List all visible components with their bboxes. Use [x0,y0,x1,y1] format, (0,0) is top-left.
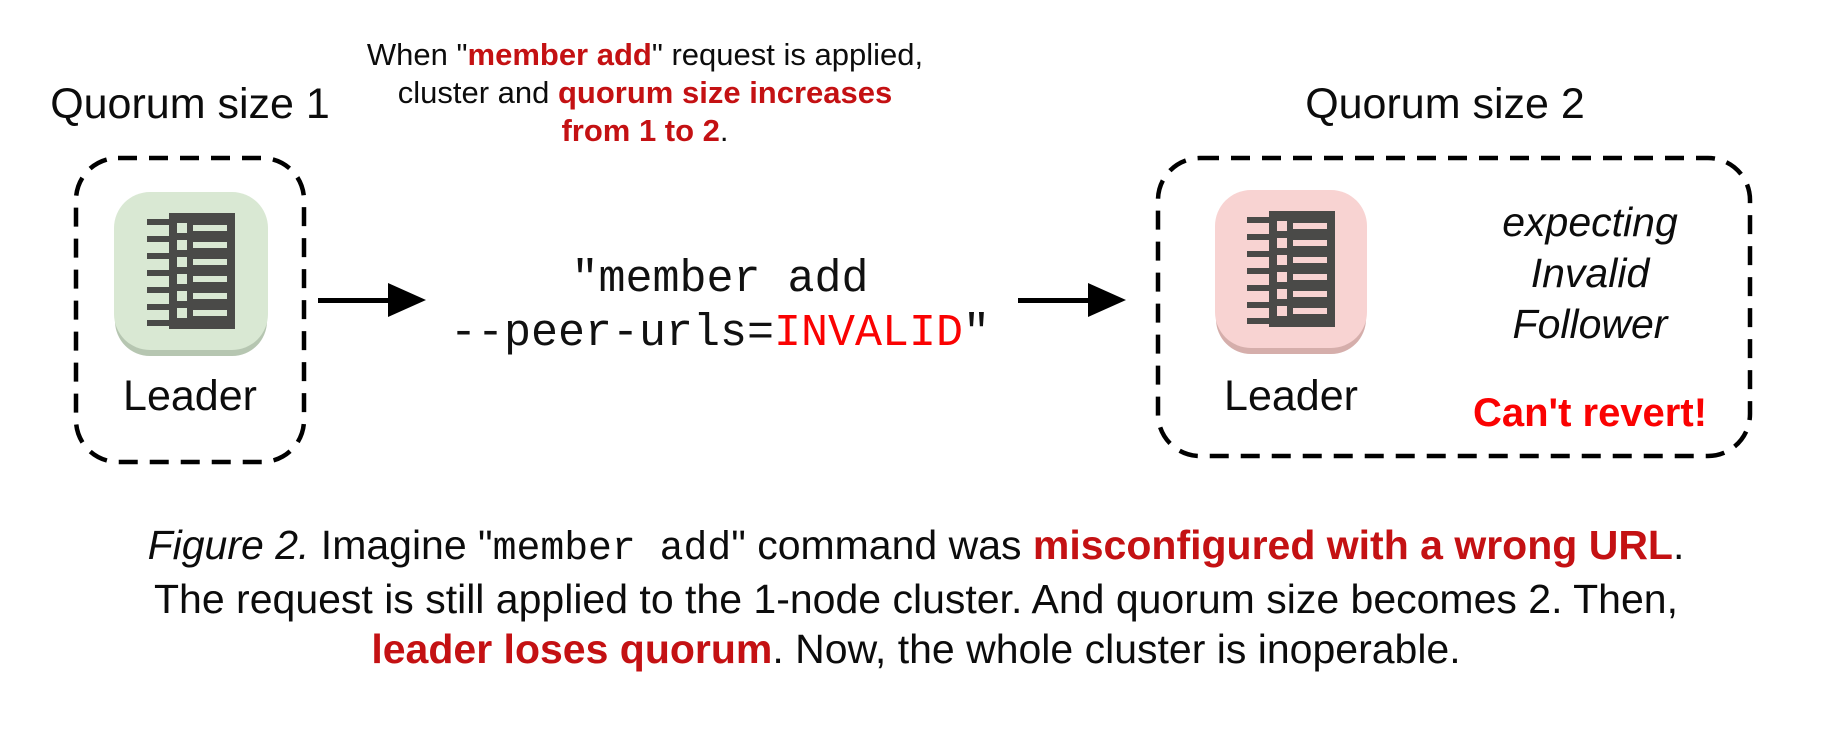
right-dashed-boundary [1155,155,1753,459]
arrow-right-head-icon [1088,283,1126,317]
leader-node-pink-icon [1215,190,1367,348]
ledger-icon [1247,211,1335,327]
right-group-title: Quorum size 2 [1305,80,1585,128]
figure-caption: Figure 2. Imagine "member add" command w… [147,522,1685,672]
cant-revert-warning-text: Can't revert! [1472,391,1708,435]
leader-node-green-icon [114,192,268,350]
right-node-label: Leader [1224,372,1358,420]
command-text: "member add--peer-urls=INVALID" [449,254,991,359]
arrow-right-icon [1018,298,1092,303]
left-group-title: Quorum size 1 [50,80,330,128]
ledger-icon [147,213,235,329]
left-dashed-boundary [73,155,307,465]
note-text: When "member add" request is applied,clu… [366,37,924,148]
arrow-right-icon [318,298,392,303]
arrow-right-head-icon [388,283,426,317]
left-node-label: Leader [123,372,257,420]
expected-follower-status-text: expecting Invalid Follower [1502,199,1678,347]
